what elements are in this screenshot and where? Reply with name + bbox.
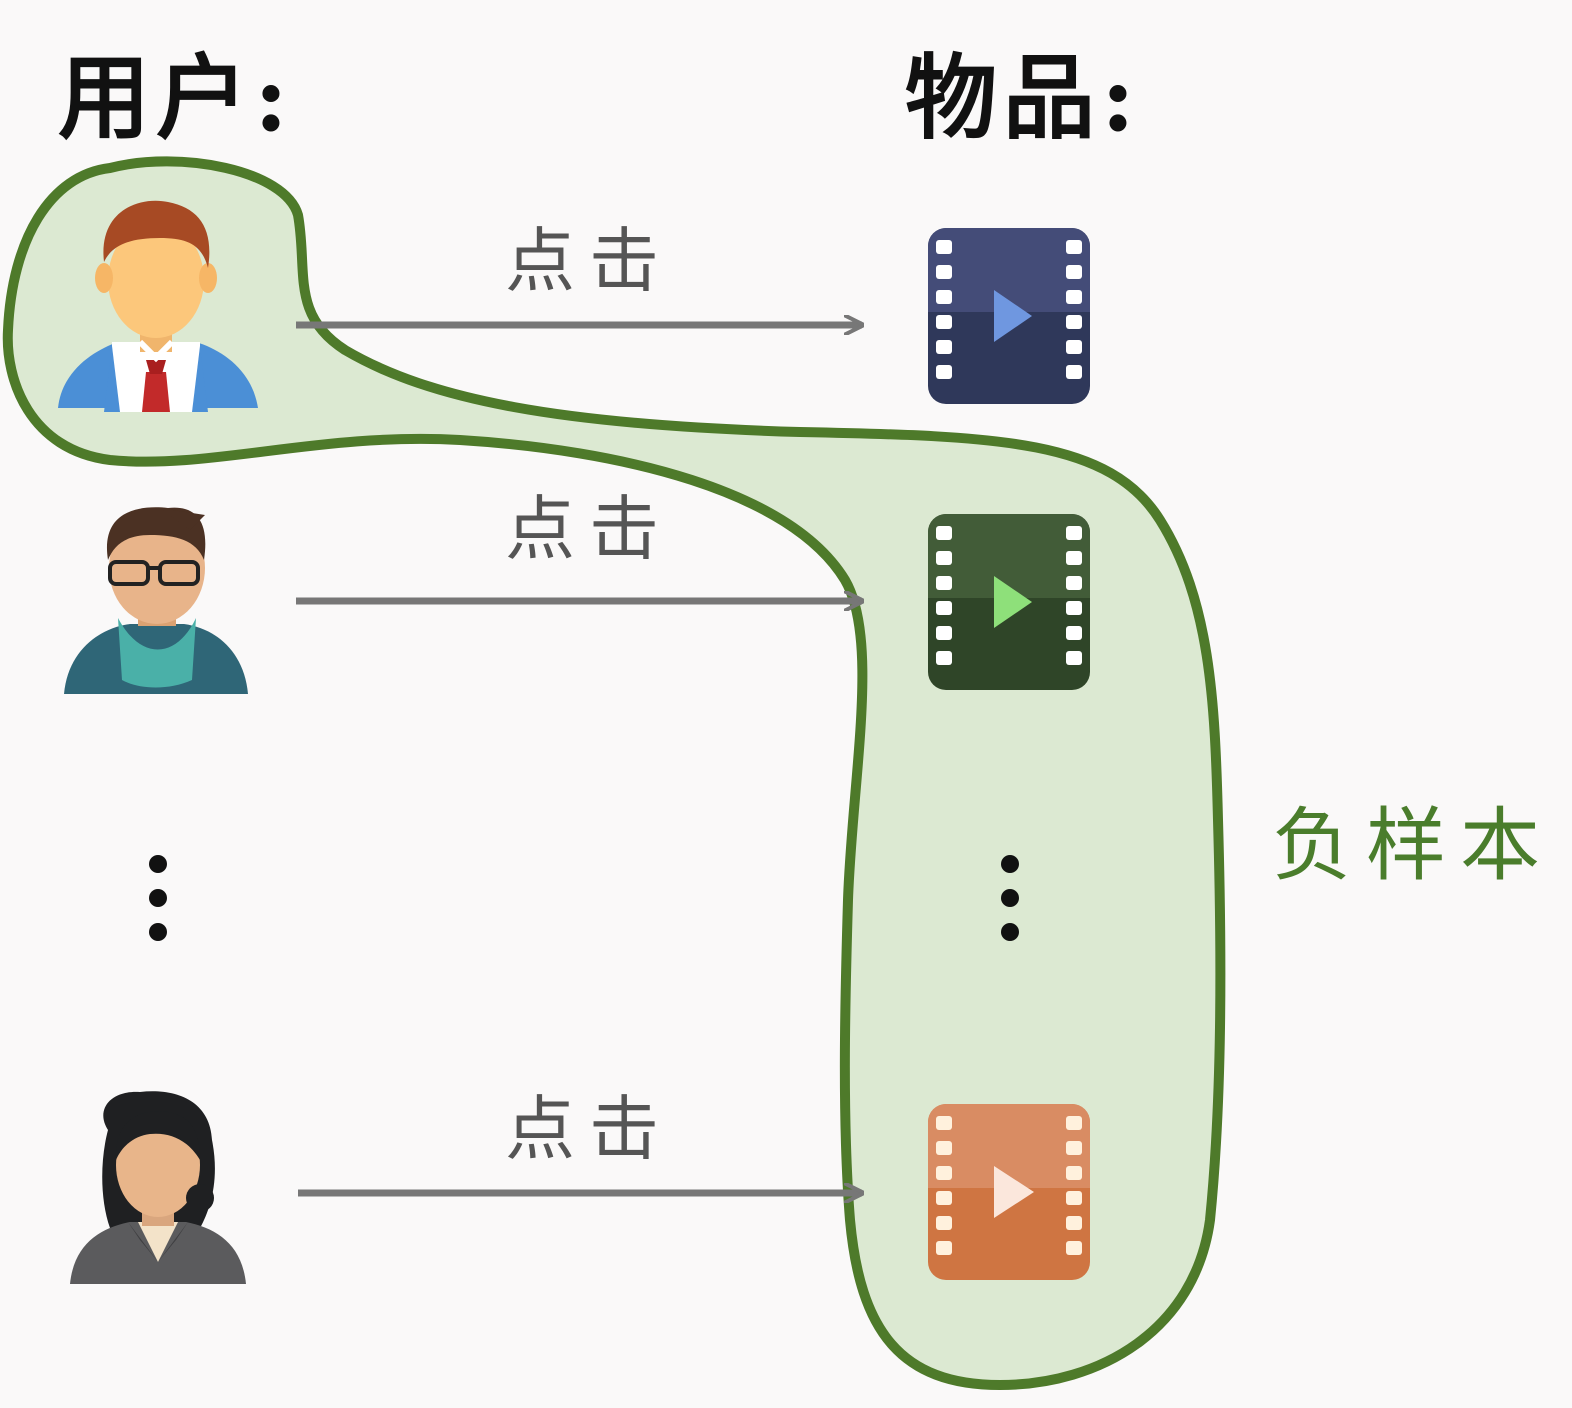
- businessman-icon: [58, 200, 258, 412]
- negative-sample-label: 负样本: [1272, 799, 1554, 892]
- click-label-3: 点击: [505, 1088, 673, 1170]
- click-label-1: 点击: [505, 220, 673, 302]
- video-blue-icon: [928, 228, 1090, 404]
- click-label-2: 点击: [505, 488, 673, 570]
- video-green-icon: [928, 514, 1090, 690]
- man-with-glasses-icon: [64, 507, 248, 694]
- negative-sample-group: [2, 156, 1226, 1390]
- woman-icon: [70, 1091, 246, 1284]
- users-header: 用户:: [58, 44, 294, 152]
- video-orange-icon: [928, 1104, 1090, 1280]
- items-header: 物品:: [905, 44, 1141, 152]
- users-ellipsis: [149, 855, 167, 941]
- items-ellipsis: [1001, 855, 1019, 941]
